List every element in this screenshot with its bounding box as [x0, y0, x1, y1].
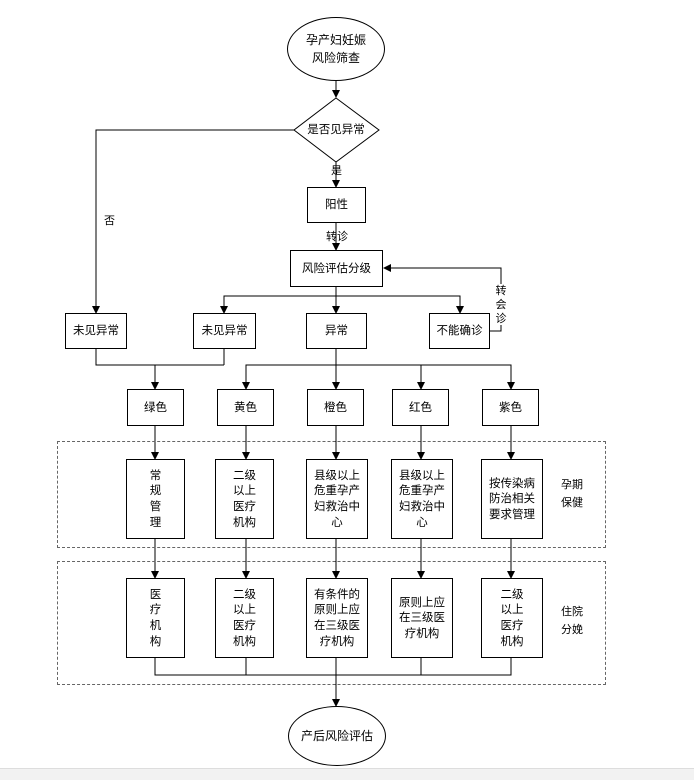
undiagnosed-node: 不能确诊 — [429, 313, 490, 349]
orange-level-node: 橙色 — [307, 389, 364, 426]
delivery-green-node: 医 疗 机 构 — [126, 578, 185, 658]
prenatal-care-region — [57, 441, 606, 548]
referral-label: 转诊 — [326, 230, 348, 243]
start-node: 孕产妇妊娠 风险筛查 — [287, 17, 385, 81]
delivery-yellow-node: 二级 以上 医疗 机构 — [215, 578, 274, 658]
prenatal-yellow-node: 二级 以上 医疗 机构 — [215, 459, 274, 539]
green-level-node: 绿色 — [127, 389, 184, 426]
end-node: 产后风险评估 — [288, 706, 386, 766]
abnormal-node: 异常 — [306, 313, 367, 349]
no-label: 否 — [104, 214, 115, 227]
yellow-level-node: 黄色 — [217, 389, 274, 426]
delivery-red-node: 原则上应 在三级医 疗机构 — [391, 578, 453, 658]
red-level-node: 红色 — [392, 389, 449, 426]
prenatal-red-node: 县级以上 危重孕产 妇救治中 心 — [391, 459, 453, 539]
delivery-purple-node: 二级 以上 医疗 机构 — [481, 578, 543, 658]
prenatal-orange-node: 县级以上 危重孕产 妇救治中 心 — [306, 459, 368, 539]
risk-grading-node: 风险评估分级 — [290, 250, 383, 287]
delivery-region — [57, 561, 606, 685]
no-abnormal-mid-node: 未见异常 — [193, 313, 256, 349]
purple-level-node: 紫色 — [482, 389, 539, 426]
delivery-orange-node: 有条件的 原则上应 在三级医 疗机构 — [306, 578, 368, 658]
prenatal-green-node: 常 规 管 理 — [126, 459, 185, 539]
delivery-label: 住院 分娩 — [561, 605, 583, 636]
yes-label: 是 — [331, 164, 342, 177]
prenatal-purple-node: 按传染病 防治相关 要求管理 — [481, 459, 543, 539]
positive-node: 阳性 — [307, 187, 366, 223]
window-bottom-bar — [0, 768, 694, 780]
recheck-label: 转 会 诊 — [495, 284, 507, 326]
prenatal-care-label: 孕期 保健 — [561, 478, 583, 509]
no-abnormal-left-node: 未见异常 — [65, 313, 127, 349]
decision-node: 是否见异常 — [307, 122, 365, 136]
